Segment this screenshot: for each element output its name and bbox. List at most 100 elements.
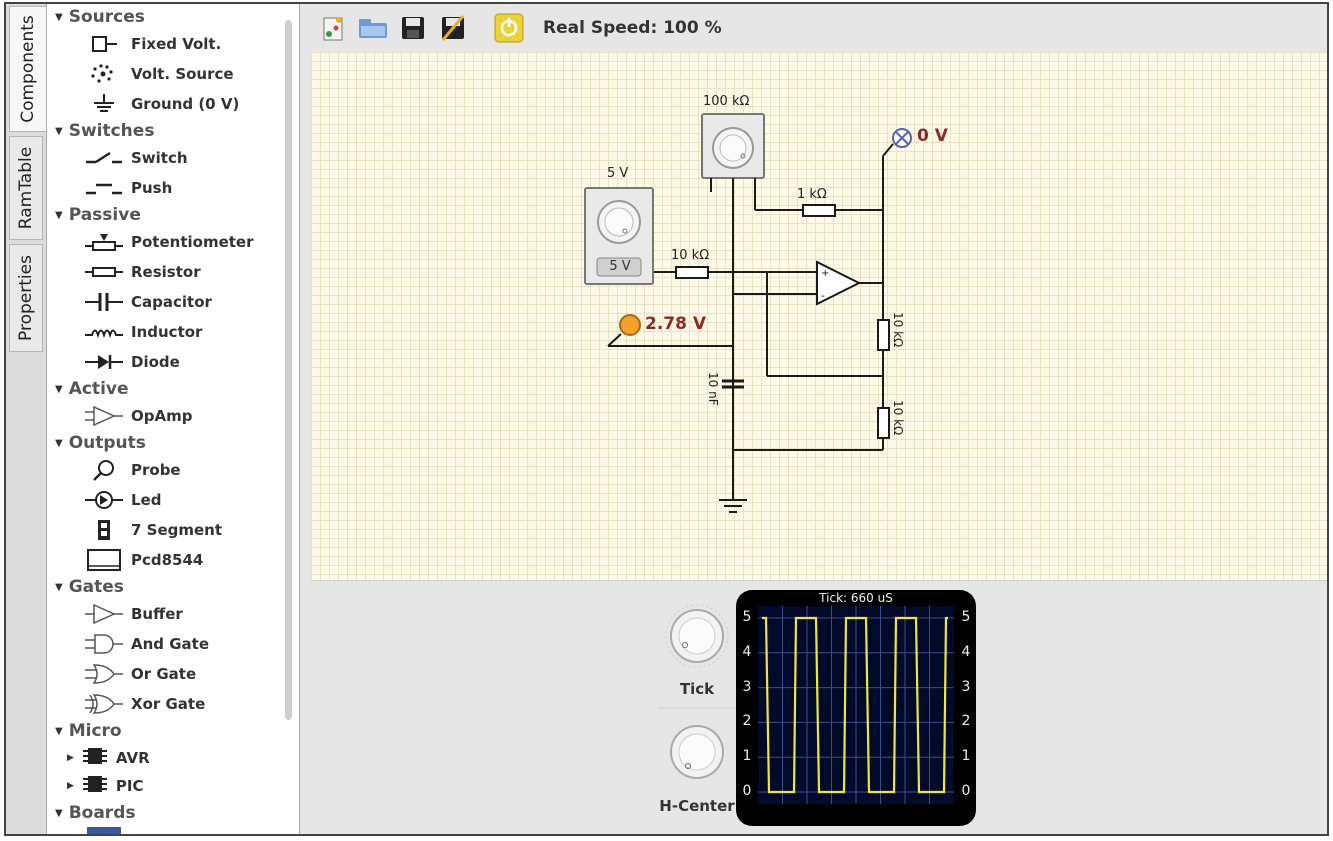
capacitor-icon [81, 290, 127, 314]
ground-icon [81, 92, 127, 116]
category-micro[interactable]: ▼ Micro [55, 721, 122, 741]
category-passive-label: Passive [68, 205, 141, 225]
tab-properties-label: Properties [16, 255, 37, 341]
r1-value-label: 1 kΩ [797, 187, 827, 202]
category-sources[interactable]: ▼ Sources [55, 7, 145, 27]
probe-reading: 0 V [917, 126, 948, 146]
capacitor-value-label: 10 nF [706, 372, 720, 406]
circuit-canvas[interactable]: + - 100 kΩ 5 V 5 V 1 kΩ 10 kΩ 10 kΩ 10 k… [311, 52, 1327, 581]
component-label: Potentiometer [131, 233, 254, 251]
svg-text:-: - [821, 289, 825, 302]
component-xor-gate[interactable]: Xor Gate [81, 692, 205, 716]
component-opamp[interactable]: OpAmp [81, 404, 192, 428]
component-label: And Gate [131, 635, 210, 653]
scope-y-tick-label: 4 [961, 643, 971, 660]
r4-value-label: 10 kΩ [891, 400, 905, 436]
scope-grid [758, 606, 954, 804]
or-gate-icon [81, 662, 127, 686]
fixed-volt-icon [81, 32, 127, 56]
h-center-knob[interactable] [670, 725, 724, 779]
category-micro-label: Micro [68, 721, 122, 741]
scope-y-tick-label: 4 [742, 643, 752, 660]
save-as-icon [441, 15, 465, 41]
app-window: Components RamTable Properties ▼Sources … [4, 2, 1329, 836]
component-label: Volt. Source [131, 65, 234, 83]
component-ground[interactable]: Ground (0 V) [81, 92, 239, 116]
component-avr[interactable]: ▶ AVR [67, 746, 150, 770]
category-switches[interactable]: ▼Switches [55, 121, 154, 141]
component-resistor[interactable]: Resistor [81, 260, 201, 284]
push-button-icon [81, 176, 127, 200]
component-label: Switch [131, 149, 188, 167]
tick-knob[interactable] [665, 604, 729, 668]
category-outputs-label: Outputs [68, 433, 146, 453]
collapse-arrow-icon: ▼ [55, 807, 63, 819]
resistor-icon [81, 260, 127, 284]
component-label: Fixed Volt. [131, 35, 222, 53]
category-boards-label: Boards [68, 803, 136, 823]
source-value-label: 5 V [607, 166, 629, 181]
component-potentiometer[interactable]: Potentiometer [81, 230, 253, 254]
side-tabs: Components RamTable Properties [6, 4, 46, 834]
switch-icon [81, 146, 127, 170]
component-volt-source[interactable]: Volt. Source [81, 62, 234, 86]
component-fixed-volt[interactable]: Fixed Volt. [81, 32, 221, 56]
component-diode[interactable]: Diode [81, 350, 180, 374]
component-label: Xor Gate [131, 695, 206, 713]
component-push[interactable]: Push [81, 176, 172, 200]
category-sources-label: Sources [68, 7, 145, 27]
category-boards[interactable]: ▼ Boards [55, 803, 135, 823]
opamp-icon [81, 404, 127, 428]
component-pic[interactable]: ▶ PIC [67, 774, 144, 798]
expand-arrow-icon: ▶ [67, 781, 74, 791]
new-circuit-button[interactable] [315, 10, 351, 46]
collapse-arrow-icon: ▼ [55, 581, 63, 593]
component-led[interactable]: Led [81, 488, 161, 512]
chip-icon [82, 774, 108, 798]
source-voltage-button[interactable]: 5 V [609, 259, 631, 274]
collapse-arrow-icon: ▼ [55, 725, 63, 737]
component-capacitor[interactable]: Capacitor [81, 290, 212, 314]
category-passive[interactable]: ▼Passive [55, 205, 141, 225]
seven-segment-icon [81, 518, 127, 542]
scope-y-tick-label: 2 [742, 713, 752, 730]
tick-knob-label: Tick [679, 680, 715, 698]
component-and-gate[interactable]: And Gate [81, 632, 209, 656]
component-label: Ground (0 V) [131, 95, 240, 113]
category-active[interactable]: ▼Active [55, 379, 129, 399]
category-gates[interactable]: ▼ Gates [55, 577, 124, 597]
component-label: Or Gate [131, 665, 197, 683]
tab-ramtable[interactable]: RamTable [9, 136, 43, 240]
save-as-button[interactable] [435, 10, 471, 46]
component-inductor[interactable]: Inductor [81, 320, 202, 344]
chip-icon [82, 746, 108, 770]
category-gates-label: Gates [68, 577, 124, 597]
and-gate-icon [81, 632, 127, 656]
component-label: AVR [115, 749, 150, 767]
component-buffer[interactable]: Buffer [81, 602, 183, 626]
panel-scrollbar[interactable] [285, 20, 292, 720]
component-or-gate[interactable]: Or Gate [81, 662, 196, 686]
component-label: Inductor [131, 323, 203, 341]
tab-properties[interactable]: Properties [9, 244, 43, 352]
h-center-knob-label: H-Center [659, 797, 735, 815]
component-7-segment[interactable]: 7 Segment [81, 518, 222, 542]
svg-text:+: + [821, 268, 829, 279]
component-pcd8544[interactable]: Pcd8544 [81, 548, 203, 572]
tab-components-label: Components [18, 15, 38, 123]
component-switch[interactable]: Switch [81, 146, 188, 170]
r2-value-label: 10 kΩ [671, 248, 710, 263]
power-button[interactable] [491, 10, 527, 46]
tab-ramtable-label: RamTable [16, 146, 37, 230]
tab-components[interactable]: Components [9, 6, 46, 132]
save-button[interactable] [395, 10, 431, 46]
diode-icon [81, 350, 127, 374]
open-circuit-button[interactable] [355, 10, 391, 46]
led-icon [81, 488, 127, 512]
category-outputs[interactable]: ▼Outputs [55, 433, 146, 453]
scope-trace [762, 616, 948, 794]
collapse-arrow-icon: ▼ [55, 11, 63, 23]
component-probe[interactable]: Probe [81, 458, 181, 482]
